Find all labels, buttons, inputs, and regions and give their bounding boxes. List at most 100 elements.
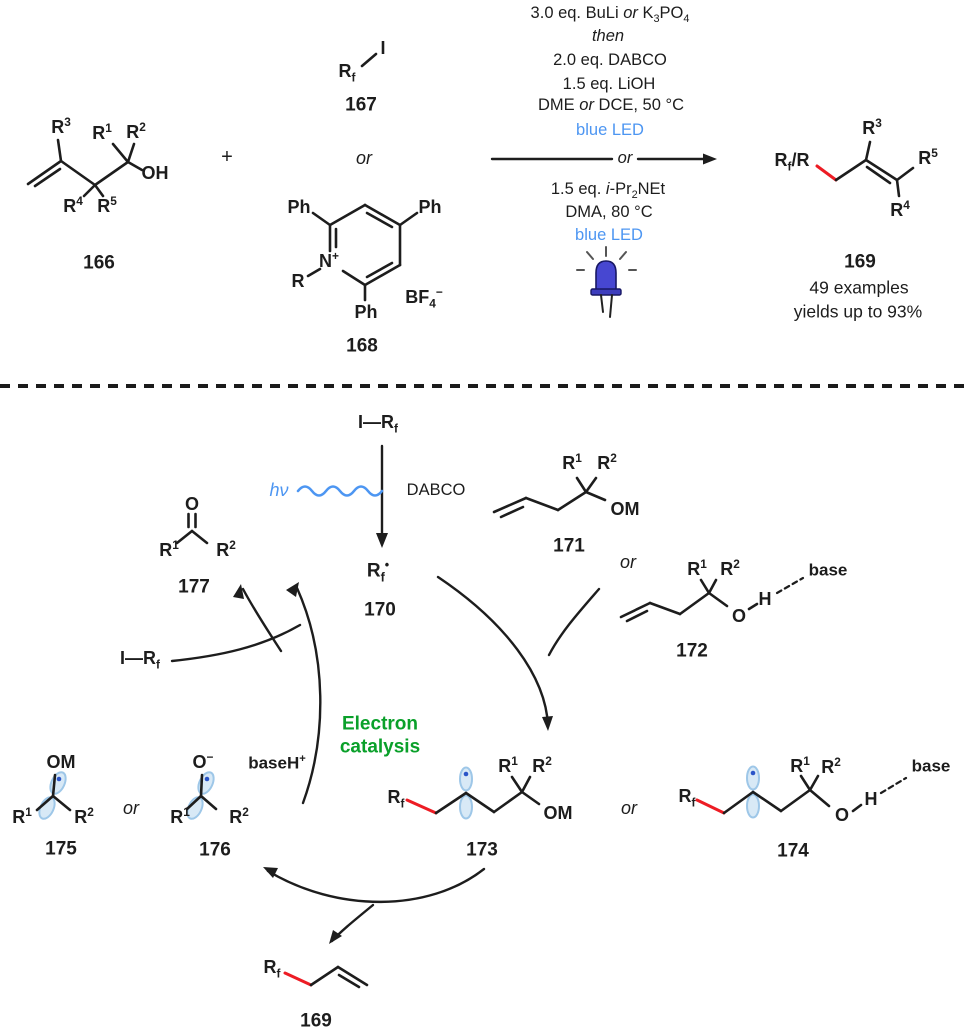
r5-label-166: R5 xyxy=(97,194,117,216)
rf-label-167: Rf xyxy=(338,61,356,85)
om-label-175: OM xyxy=(46,752,76,772)
compound-number-176: 176 xyxy=(199,839,231,861)
h-label-174: H xyxy=(864,789,878,809)
base-label-172: base xyxy=(808,560,848,580)
compound-number-166: 166 xyxy=(83,252,115,274)
compound-number-174: 174 xyxy=(777,840,809,862)
r2-label-175: R2 xyxy=(74,805,94,827)
conditions-line-4: 1.5 eq. LiOH xyxy=(562,74,656,93)
conditions-line-5: DME or DCE, 50 °C xyxy=(538,95,684,114)
r2-label-174: R2 xyxy=(821,755,841,777)
r1-label-172: R1 xyxy=(687,557,707,579)
conditions-line-1: 3.0 eq. BuLi or K3PO4 xyxy=(530,3,690,26)
structure-169-bonds xyxy=(815,140,915,198)
compound-number-171: 171 xyxy=(553,535,585,557)
o-label-172: O xyxy=(731,606,747,626)
right-cycle-arrows xyxy=(436,575,601,731)
compound-number-175: 175 xyxy=(45,838,77,860)
compound-number-172: 172 xyxy=(676,640,708,662)
r2-label-177: R2 xyxy=(216,538,236,560)
r1-label-177: R1 xyxy=(159,538,179,560)
n-plus-label-168: N+ xyxy=(319,249,339,271)
r1-label-175: R1 xyxy=(12,805,32,827)
hv-photon-label: hν xyxy=(269,480,289,500)
r3-label-166: R3 xyxy=(51,115,71,137)
irf-top-label: I—Rf xyxy=(358,412,398,436)
compound-number-177: 177 xyxy=(178,576,210,598)
structure-176-bonds xyxy=(185,771,218,820)
blue-led-text-2: blue LED xyxy=(575,225,643,244)
conditions-line-2: then xyxy=(591,26,625,45)
or-conditions: or xyxy=(617,148,633,167)
rf-r-label-169: Rf/R xyxy=(774,150,810,174)
compound-number-169-bottom: 169 xyxy=(300,1010,332,1032)
r1-label-174: R1 xyxy=(790,754,810,776)
reaction-arrow xyxy=(490,153,717,165)
r2-label-176: R2 xyxy=(229,805,249,827)
or-171-172: or xyxy=(619,552,637,572)
o-label-174: O xyxy=(834,805,850,825)
base-label-174: base xyxy=(911,756,951,776)
or-167-168: or xyxy=(355,148,373,168)
structure-171-bonds xyxy=(492,476,607,519)
r2-label-171: R2 xyxy=(597,451,617,473)
o-minus-label-176: O− xyxy=(192,750,214,772)
structure-169-bottom-bonds xyxy=(283,965,369,989)
r2-label-173: R2 xyxy=(532,754,552,776)
examples-count: 49 examples xyxy=(809,277,909,298)
structure-177-bonds xyxy=(175,512,209,545)
r1-label-166: R1 xyxy=(92,121,112,143)
or-175-176: or xyxy=(122,798,140,818)
r2-label-166: R2 xyxy=(126,120,146,142)
plus-sign: + xyxy=(221,146,233,168)
h-label-172: H xyxy=(758,589,772,609)
structure-166-bonds xyxy=(26,138,144,198)
conditions-line-8: DMA, 80 °C xyxy=(565,202,653,221)
yields-note: yields up to 93% xyxy=(793,301,923,322)
or-173-174: or xyxy=(620,798,638,818)
om-label-171: OM xyxy=(610,499,640,519)
r4-label-169: R4 xyxy=(890,198,910,220)
rf-radical-label: Rf• xyxy=(366,558,390,585)
blue-led-text-1: blue LED xyxy=(576,120,644,139)
electron-catalysis-line1: Electron xyxy=(341,713,419,735)
r1-label-171: R1 xyxy=(562,451,582,473)
om-label-173: OM xyxy=(543,803,573,823)
structure-173-bonds xyxy=(405,766,541,820)
compound-number-173: 173 xyxy=(466,839,498,861)
left-cycle-arrows xyxy=(170,582,322,805)
structure-172-bonds xyxy=(619,576,805,623)
oh-label-166: OH xyxy=(141,163,169,183)
photon-wavy-line xyxy=(296,485,384,497)
bottom-cycle-arrows xyxy=(263,867,486,944)
rf-label-173: Rf xyxy=(387,787,405,811)
r2-label-172: R2 xyxy=(720,557,740,579)
structure-174-bonds xyxy=(695,765,908,819)
structure-168-bonds xyxy=(306,203,419,302)
dabco-label: DABCO xyxy=(406,480,466,499)
o-label-177: O xyxy=(184,494,200,514)
baseh-label-176: baseH+ xyxy=(248,752,306,773)
irf-left-label: I—Rf xyxy=(120,648,160,672)
iodine-label-167: I xyxy=(380,38,386,58)
rf-label-174: Rf xyxy=(678,786,696,810)
conditions-line-7: 1.5 eq. i-Pr2NEt xyxy=(550,179,666,202)
compound-number-169: 169 xyxy=(844,251,876,273)
structure-175-bonds xyxy=(35,771,72,820)
ph-top-left-168: Ph xyxy=(287,197,311,217)
structure-167-bond xyxy=(360,52,378,68)
blue-led-icon xyxy=(576,246,637,318)
ph-top-right-168: Ph xyxy=(418,197,442,217)
compound-number-168: 168 xyxy=(346,335,378,357)
rf-label-169-bottom: Rf xyxy=(263,957,281,981)
r4-label-166: R4 xyxy=(63,194,83,216)
initiation-arrow xyxy=(296,444,388,548)
bf4-counterion-168: BF4− xyxy=(405,285,443,311)
electron-catalysis-line2: catalysis xyxy=(339,736,421,758)
ph-bottom-168: Ph xyxy=(354,302,378,322)
r3-label-169: R3 xyxy=(862,116,882,138)
r-label-168: R xyxy=(291,271,305,291)
r1-label-176: R1 xyxy=(170,805,190,827)
